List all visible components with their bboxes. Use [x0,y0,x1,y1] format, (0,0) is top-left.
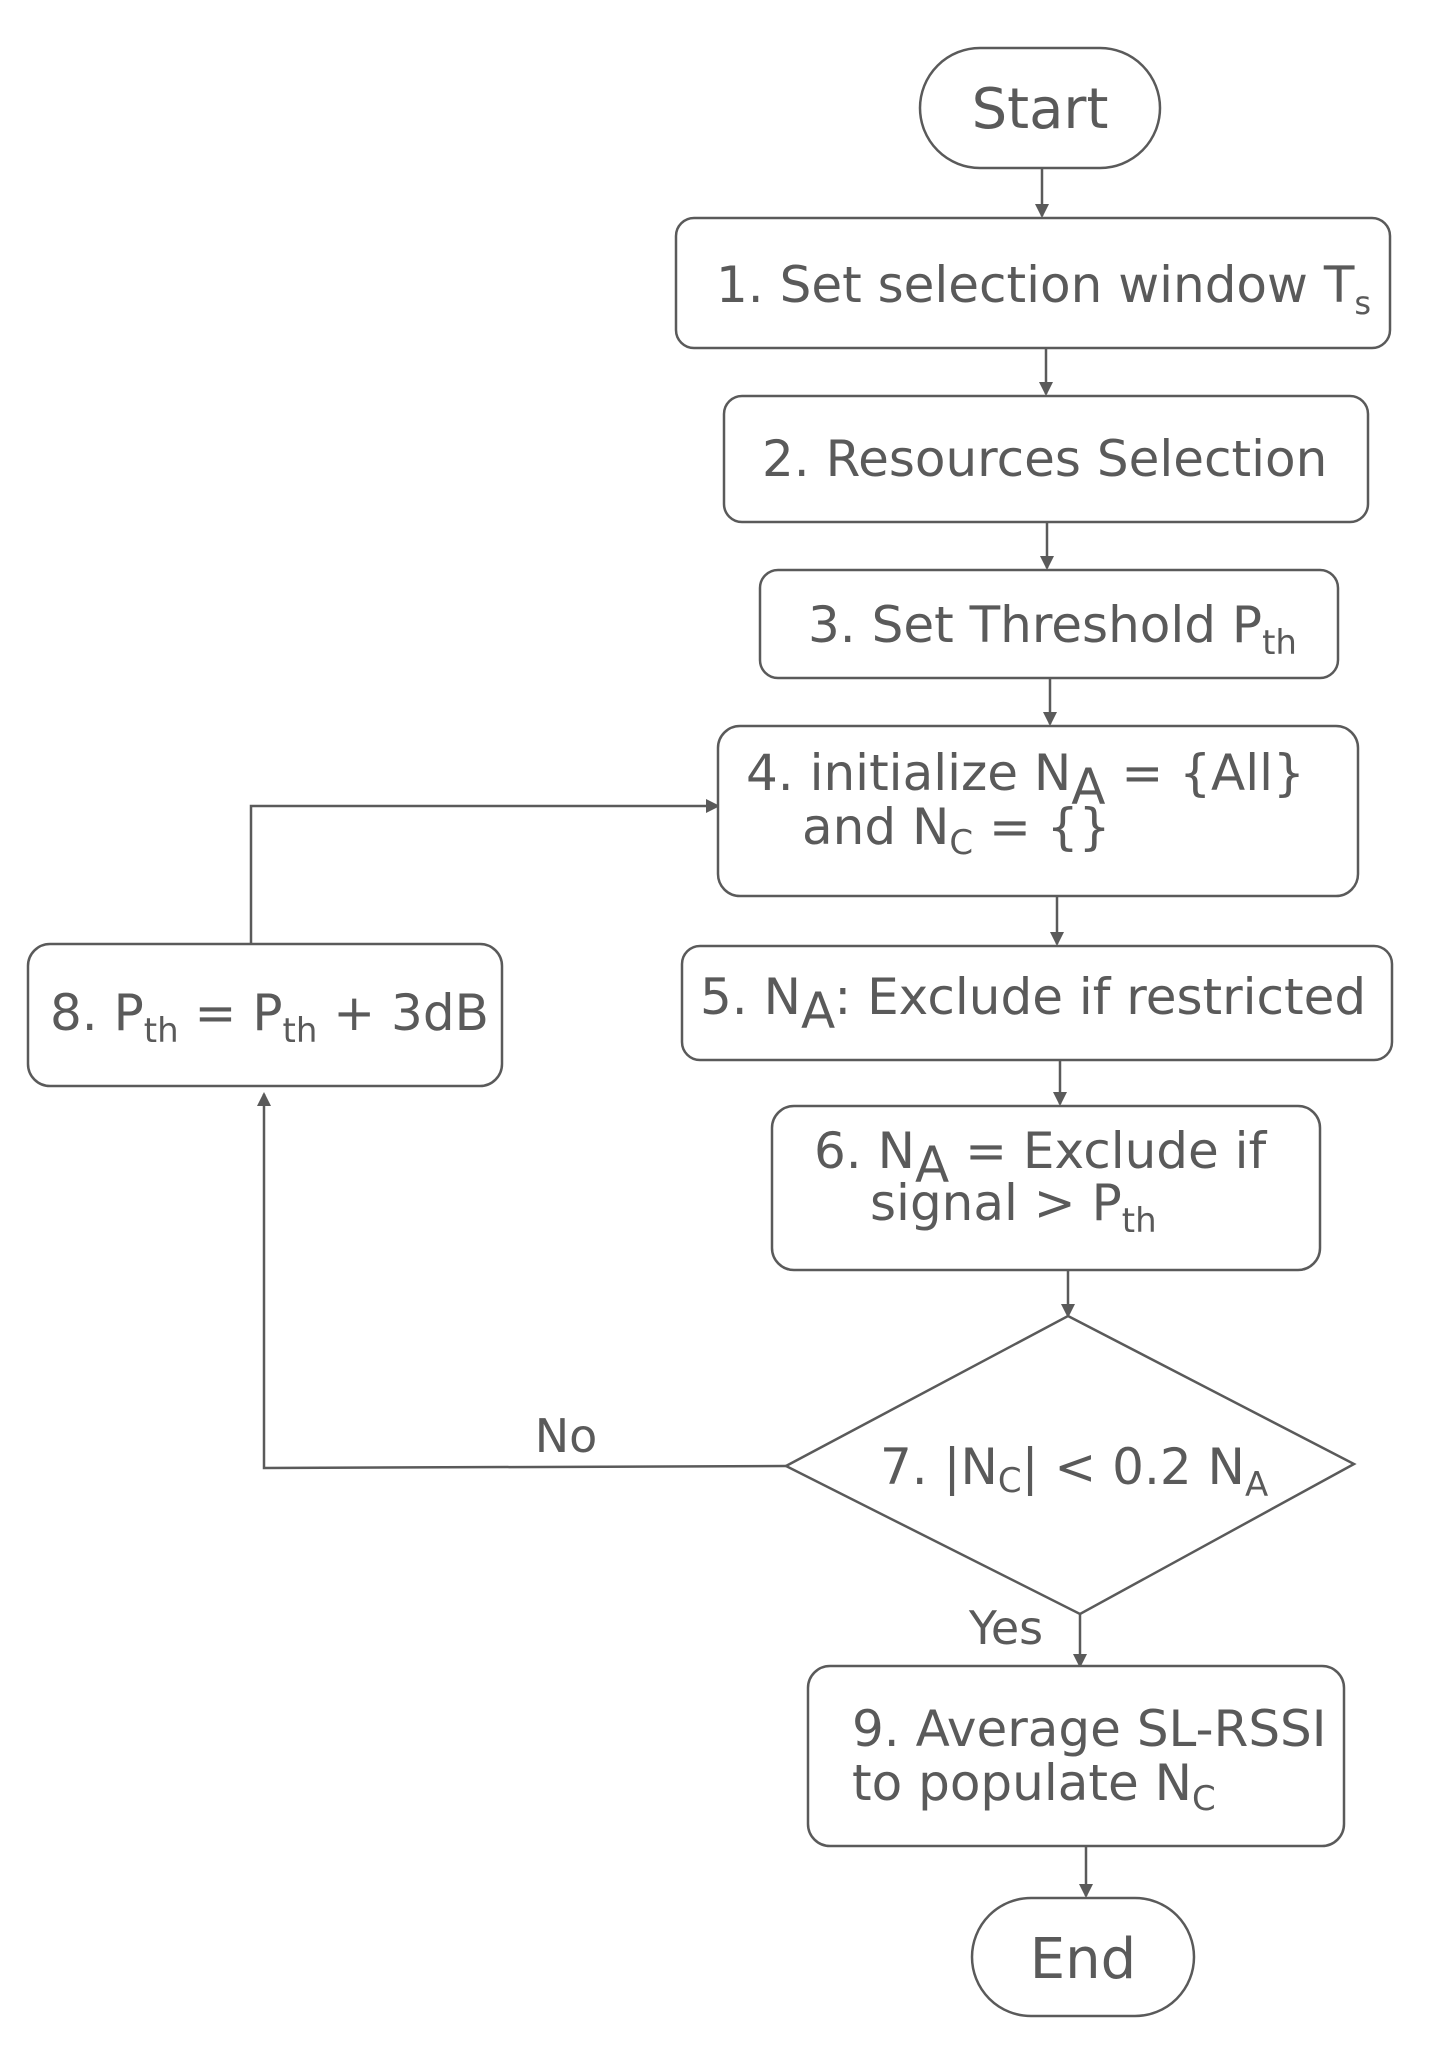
step6-line2-main: signal > P [870,1174,1122,1232]
step5-text: 5. NA: Exclude if restricted [700,968,1366,1040]
start-label: Start [972,77,1109,142]
step9-line2-sub: C [1192,1779,1216,1819]
step6-line2-sub: th [1122,1201,1157,1241]
step6-line1: 6. NA = Exclude if [814,1122,1268,1194]
node-step7: 7. |NC| < 0.2 NA [783,1314,1357,1616]
step8-sub1: th [144,1011,179,1051]
step7-sub1: C [998,1461,1022,1501]
edge-label-yes: Yes [968,1601,1043,1655]
step5-main: 5. N [700,968,801,1026]
step8-rest: + 3dB [317,984,489,1042]
node-step4: 4. initialize NA = {All} and NC = {} [716,724,1360,898]
step4-line2-sub: C [949,823,973,863]
step5-rest: : Exclude if restricted [834,968,1366,1026]
edge-label-no: No [535,1409,598,1463]
node-start: Start [918,46,1162,170]
step3-main: 3. Set Threshold P [808,596,1262,654]
step6-line1-rest: = Exclude if [949,1122,1267,1180]
step3-box [758,568,1340,680]
node-step5: 5. NA: Exclude if restricted [680,944,1394,1062]
step1-box [674,216,1392,350]
step6-line1-sub: A [915,1136,949,1194]
step7-main: 7. |N [880,1438,998,1496]
step5-sub: A [801,982,835,1040]
step9-line2: to populate NC [852,1754,1216,1819]
node-step6: 6. NA = Exclude if signal > Pth [770,1104,1322,1272]
step3-sub: th [1262,623,1297,663]
node-step8: 8. Pth = Pth + 3dB [26,942,504,1088]
step1-sub: s [1354,284,1371,322]
end-terminal [970,1896,1196,2018]
step4-line2: and NC = {} [802,798,1110,863]
step2-box [722,394,1370,524]
step9-box [806,1664,1346,1848]
step4-box [716,724,1360,898]
step7-sub2: A [1245,1465,1268,1505]
step8-mid: = P [179,984,283,1042]
step1-text: 1. Set selection window Ts [716,256,1371,322]
step8-main: 8. P [50,984,144,1042]
step7-mid: | < 0.2 N [1022,1438,1245,1496]
step7-text: 7. |NC| < 0.2 NA [880,1438,1268,1505]
step6-line1-main: 6. N [814,1122,915,1180]
node-step9: 9. Average SL-RSSI to populate NC [806,1664,1346,1848]
step6-line2: signal > Pth [870,1174,1157,1241]
step4-line2-rest: = {} [973,798,1110,856]
node-end: End [970,1896,1196,2018]
step3-text: 3. Set Threshold Pth [808,596,1297,663]
step8-box [26,942,504,1088]
step4-line2-main: and N [802,798,949,856]
step5-box [680,944,1394,1062]
node-step3: 3. Set Threshold Pth [758,568,1340,680]
step9-line2-main: to populate N [852,1754,1192,1812]
step4-line1-main: 4. initialize N [746,744,1071,802]
step6-box [770,1104,1322,1272]
edge-step7-no-to-step8 [257,1092,787,1470]
start-terminal [918,46,1162,170]
step7-diamond [783,1314,1357,1616]
step4-line1: 4. initialize NA = {All} [746,744,1305,816]
edges [249,168,1093,1898]
step4-line1-sub: A [1071,758,1105,816]
step8-text: 8. Pth = Pth + 3dB [50,984,489,1051]
node-step2: 2. Resources Selection [722,394,1370,524]
step9-line1: 9. Average SL-RSSI [852,1700,1327,1758]
end-label: End [1030,1927,1136,1992]
step4-line1-rest: = {All} [1106,744,1305,802]
step1-main: 1. Set selection window T [716,256,1355,314]
step2-label: 2. Resources Selection [762,430,1327,488]
edge-step8-to-step4 [249,799,720,944]
step8-sub2: th [282,1011,317,1051]
node-step1: 1. Set selection window Ts [674,216,1392,350]
